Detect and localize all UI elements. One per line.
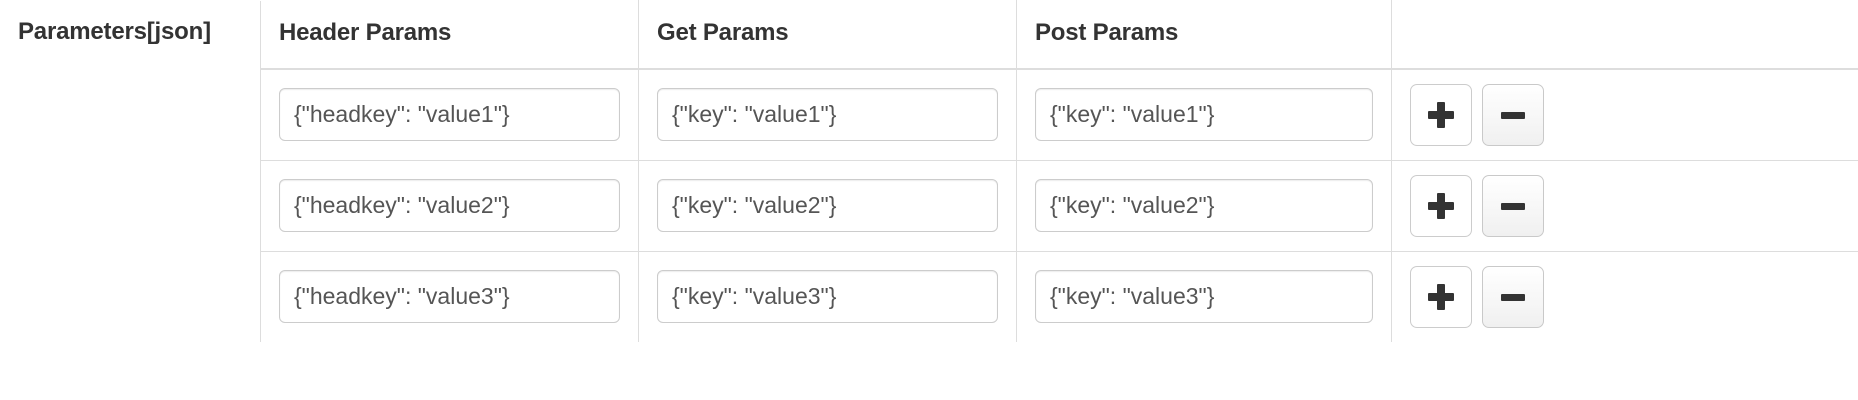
post-params-input[interactable] — [1035, 179, 1373, 232]
get-params-input[interactable] — [657, 179, 998, 232]
plus-icon — [1428, 101, 1454, 128]
post-params-input[interactable] — [1035, 270, 1373, 323]
cell-actions — [1391, 68, 1858, 160]
column-header-get-params: Get Params — [638, 0, 1017, 70]
cell-post-params — [1016, 68, 1392, 160]
table-row — [260, 68, 1858, 160]
remove-row-button[interactable] — [1482, 265, 1544, 328]
add-row-button[interactable] — [1410, 265, 1472, 328]
cell-header-params — [260, 250, 639, 342]
column-header-post-params: Post Params — [1016, 0, 1392, 70]
header-params-input[interactable] — [279, 88, 620, 141]
add-row-button[interactable] — [1410, 174, 1472, 237]
header-params-input[interactable] — [279, 179, 620, 232]
cell-actions — [1391, 159, 1858, 251]
params-table-body — [260, 68, 1858, 342]
header-params-input[interactable] — [279, 270, 620, 323]
params-table-head: Header Params Get Params Post Params — [260, 0, 1858, 70]
column-header-actions — [1391, 0, 1858, 70]
table-header-row: Header Params Get Params Post Params — [260, 0, 1858, 70]
cell-post-params — [1016, 159, 1392, 251]
get-params-input[interactable] — [657, 88, 998, 141]
cell-header-params — [260, 159, 639, 251]
cell-header-params — [260, 68, 639, 160]
row-actions — [1410, 265, 1840, 328]
post-params-input[interactable] — [1035, 88, 1373, 141]
row-actions — [1410, 174, 1840, 237]
minus-icon — [1500, 284, 1526, 310]
get-params-input[interactable] — [657, 270, 998, 323]
cell-get-params — [638, 250, 1017, 342]
remove-row-button[interactable] — [1482, 174, 1544, 237]
minus-icon — [1500, 102, 1526, 128]
cell-post-params — [1016, 250, 1392, 342]
plus-icon — [1428, 192, 1454, 219]
table-row — [260, 159, 1858, 251]
cell-get-params — [638, 159, 1017, 251]
remove-row-button[interactable] — [1482, 83, 1544, 146]
cell-actions — [1391, 250, 1858, 342]
column-header-header-params: Header Params — [260, 0, 639, 70]
page-title: Parameters[json] — [18, 18, 211, 45]
cell-get-params — [638, 68, 1017, 160]
plus-icon — [1428, 283, 1454, 310]
add-row-button[interactable] — [1410, 83, 1472, 146]
minus-icon — [1500, 193, 1526, 219]
params-table: Header Params Get Params Post Params — [260, 0, 1858, 342]
row-actions — [1410, 83, 1840, 146]
table-row — [260, 250, 1858, 342]
params-table-container: Header Params Get Params Post Params — [260, 0, 1858, 342]
